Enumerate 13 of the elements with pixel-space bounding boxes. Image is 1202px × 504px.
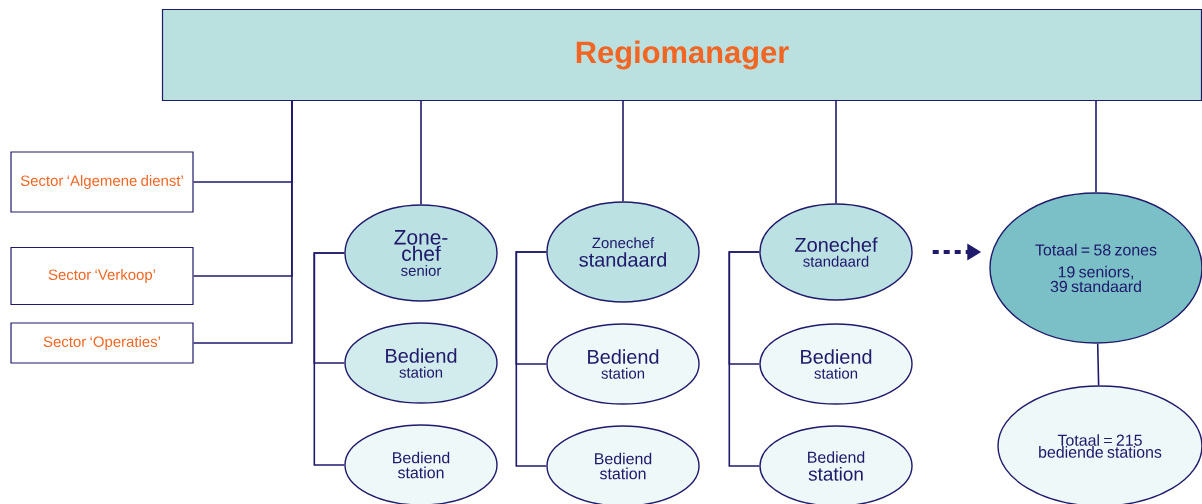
connector-line <box>728 251 761 467</box>
manager-box: Regiomanager <box>161 8 1202 102</box>
sector-box: Sector ‘Operaties’ <box>10 322 194 364</box>
connector-line <box>835 100 837 205</box>
connector-line <box>1095 100 1097 194</box>
sector-box: Sector ‘Algemene dienst’ <box>10 151 194 213</box>
connector-line <box>192 100 293 344</box>
connector-line <box>313 252 346 466</box>
connector-line <box>420 100 422 206</box>
sector-box: Sector ‘Verkoop’ <box>10 246 194 306</box>
connector-line <box>515 251 548 467</box>
connector-line <box>622 100 624 203</box>
connector-line <box>1096 342 1100 387</box>
